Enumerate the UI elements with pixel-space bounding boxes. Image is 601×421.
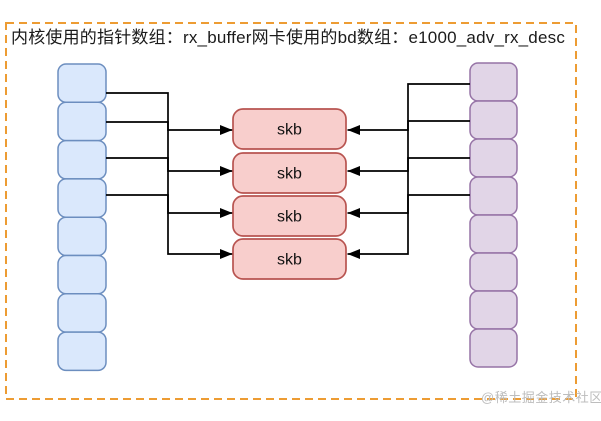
pointer-array-cell xyxy=(57,216,107,257)
pointer-array-cell xyxy=(57,101,107,142)
pointer-to-skb-arrow xyxy=(106,92,233,135)
bd-array-cell xyxy=(469,62,518,102)
diagram-title: 内核使用的指针数组：rx_buffer网卡使用的bd数组：e1000_adv_r… xyxy=(11,27,565,48)
nic-array-label: 网卡使用的bd数组：e1000_adv_rx_desc xyxy=(251,28,566,47)
bd-to-skb-arrow xyxy=(347,194,470,259)
bd-array-cell xyxy=(469,176,518,216)
skb-label: skb xyxy=(277,122,302,139)
bd-array-cell xyxy=(469,252,518,292)
pointer-array-cell xyxy=(57,178,107,218)
skb-label: skb xyxy=(277,252,302,269)
dashed-border xyxy=(5,22,577,400)
watermark: @稀土掘金技术社区 xyxy=(481,390,601,405)
skb-box xyxy=(232,152,347,194)
bd-array-cell xyxy=(469,214,518,254)
pointer-array-cell xyxy=(57,331,107,372)
pointer-to-skb-arrow xyxy=(106,121,233,176)
skb-label: skb xyxy=(277,209,302,226)
bd-array-cell xyxy=(469,328,518,368)
skb-box xyxy=(232,108,347,150)
skb-box xyxy=(232,195,347,237)
kernel-array-label: 内核使用的指针数组：rx_buffer xyxy=(11,28,252,47)
bd-array-cell xyxy=(469,290,518,330)
skb-box xyxy=(232,238,347,280)
pointer-to-skb-arrow xyxy=(106,157,233,218)
pointer-array-cell xyxy=(57,293,107,333)
bd-to-skb-arrow xyxy=(347,83,470,135)
pointer-array-cell xyxy=(57,254,107,295)
pointer-array-cell xyxy=(57,139,107,180)
bd-array-cell xyxy=(469,138,518,178)
skb-label: skb xyxy=(277,166,302,183)
bd-to-skb-arrow xyxy=(347,120,470,176)
bd-array-cell xyxy=(469,100,518,140)
bd-to-skb-arrow xyxy=(347,157,470,218)
pointer-array-cell xyxy=(57,63,107,104)
pointer-to-skb-arrow xyxy=(106,194,233,259)
